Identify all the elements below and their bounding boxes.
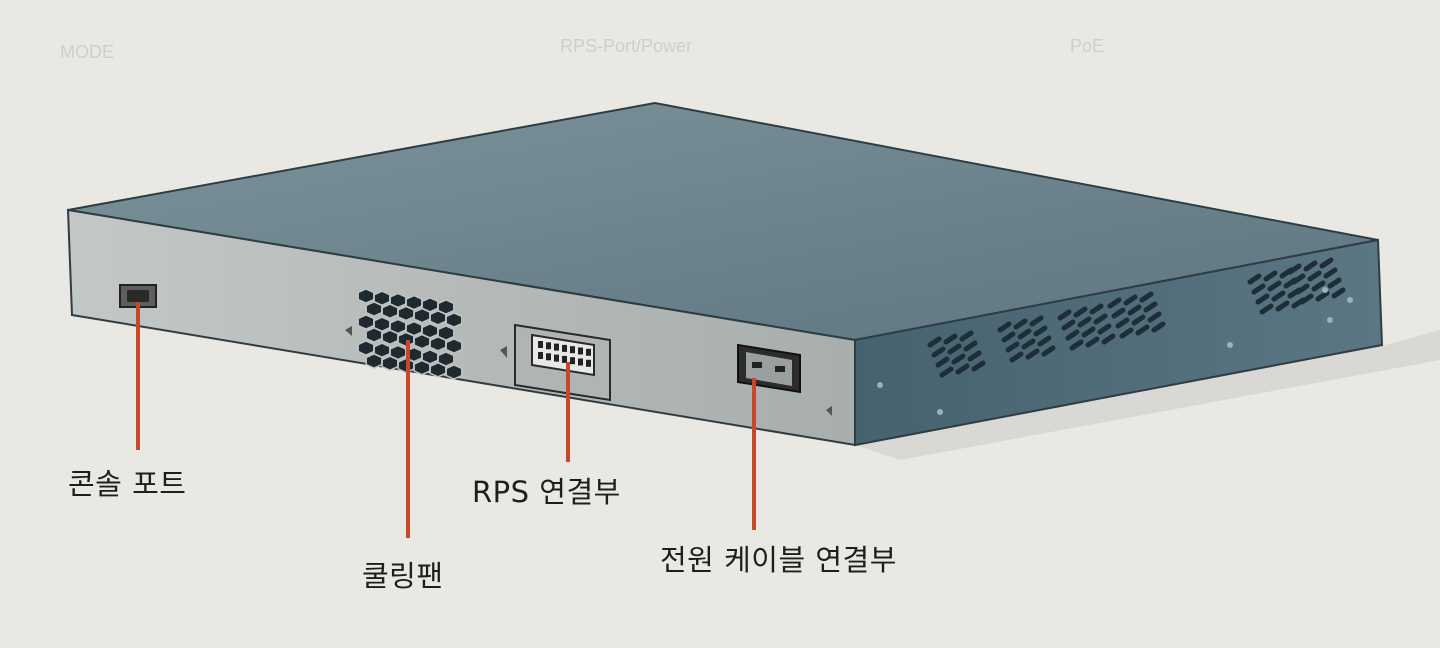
screw: [877, 382, 883, 388]
label-power-connector: 전원 케이블 연결부: [660, 546, 897, 575]
rps-pin: [570, 346, 575, 353]
rps-pin: [578, 359, 583, 366]
rps-pin: [554, 355, 559, 362]
screw: [1327, 317, 1333, 323]
fan-hole: [358, 289, 374, 303]
fan-hole: [382, 356, 398, 370]
fan-hole: [358, 341, 374, 355]
fan-hole: [414, 335, 430, 349]
screw: [1322, 287, 1328, 293]
screw: [1227, 342, 1233, 348]
label-console-port: 콘솔 포트: [68, 470, 186, 499]
fan-hole: [414, 361, 430, 375]
rps-pin: [562, 345, 567, 352]
fan-hole: [446, 365, 462, 379]
fan-hole: [430, 363, 446, 377]
rps-pin: [546, 342, 551, 349]
fan-hole: [446, 313, 462, 327]
fan-hole: [382, 330, 398, 344]
rps-pin: [538, 341, 543, 348]
fan-hole: [430, 337, 446, 351]
rps-pin: [562, 356, 567, 363]
rps-pin: [586, 349, 591, 356]
rps-pin: [586, 360, 591, 367]
screw: [1347, 297, 1353, 303]
fan-hole: [430, 311, 446, 325]
fan-hole: [366, 302, 382, 316]
fan-hole: [446, 339, 462, 353]
label-rps-connector: RPS 연결부: [472, 478, 621, 507]
rps-pin: [546, 353, 551, 360]
rps-pin: [570, 357, 575, 364]
rps-pin: [538, 352, 543, 359]
fan-hole: [382, 304, 398, 318]
rps-pin: [554, 344, 559, 351]
fan-hole: [398, 306, 414, 320]
screw: [937, 409, 943, 415]
rps-pin: [578, 348, 583, 355]
fan-hole: [366, 328, 382, 342]
fan-hole: [366, 354, 382, 368]
label-cooling-fan: 쿨링팬: [362, 562, 444, 591]
fan-hole: [358, 315, 374, 329]
fan-hole: [414, 309, 430, 323]
